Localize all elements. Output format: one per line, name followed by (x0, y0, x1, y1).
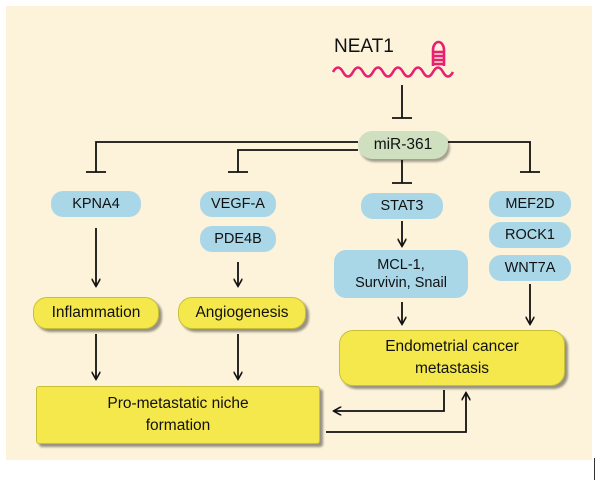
endometrial-metastasis-node: Endometrial cancer metastasis (339, 330, 565, 386)
angiogenesis-node: Angiogenesis (178, 297, 306, 329)
text-cursor-mark (594, 458, 595, 480)
mef2d-node: MEF2D (489, 191, 571, 217)
pro-metastatic-niche-node: Pro-metastatic niche formation (36, 386, 320, 444)
neat1-label: NEAT1 (334, 36, 394, 57)
rna-hairpin-icon (331, 40, 455, 78)
wnt7a-node: WNT7A (489, 255, 571, 281)
stat3-effectors-node: MCL-1, Survivin, Snail (334, 250, 468, 298)
pde4b-node: PDE4B (200, 226, 276, 252)
kpna4-node: KPNA4 (51, 191, 141, 217)
stat3-node: STAT3 (361, 193, 443, 219)
inflammation-node: Inflammation (33, 297, 159, 329)
rock1-node: ROCK1 (489, 222, 571, 248)
vegfa-node: VEGF-A (200, 191, 276, 217)
mir361-node: miR-361 (358, 131, 448, 159)
